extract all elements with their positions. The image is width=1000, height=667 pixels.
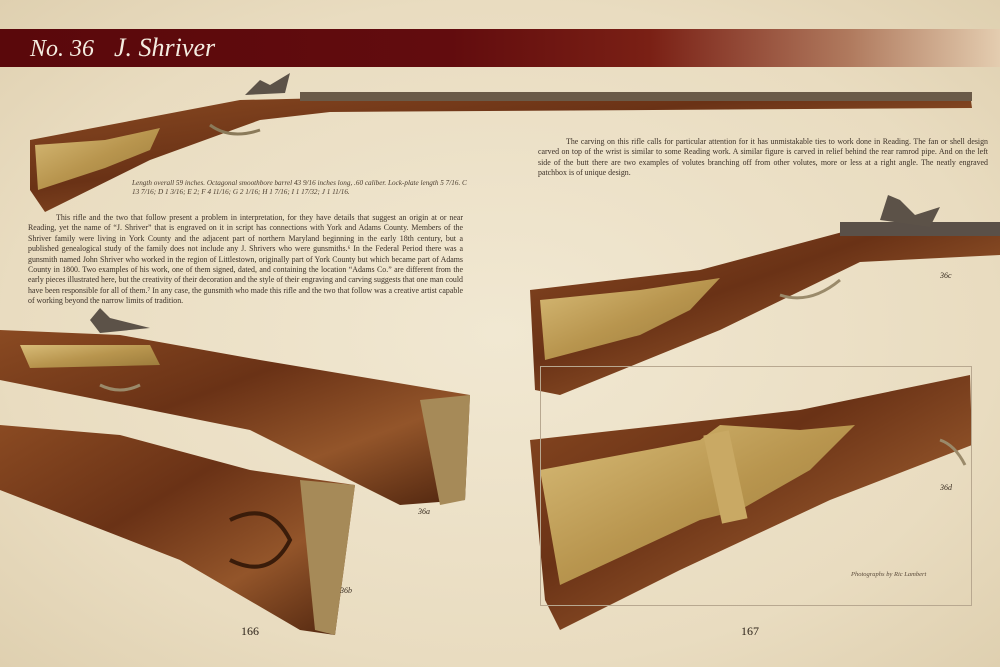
rifle-detail-36d (530, 375, 972, 630)
figure-label-36d: 36d (940, 483, 952, 492)
figure-frame-36d (540, 366, 972, 606)
title-banner: No. 36 J. Shriver (0, 29, 1000, 67)
figure-label-36c: 36c (940, 271, 952, 280)
full-rifle-image (30, 73, 972, 212)
figure-label-36b: 36b (340, 586, 352, 595)
body-text-right: The carving on this rifle calls for part… (538, 137, 988, 178)
figure-label-36a: 36a (418, 507, 430, 516)
body-text-left: This rifle and the two that follow prese… (28, 213, 463, 306)
page-number-left: 166 (241, 624, 259, 638)
page-number-right: 167 (741, 624, 759, 638)
rifle-detail-36c (530, 195, 1000, 395)
page-title: No. 36 J. Shriver (30, 33, 215, 63)
rifle-caption: Length overall 59 inches. Octagonal smoo… (132, 179, 467, 196)
photo-credit: Photographs by Ric Lambert (851, 571, 927, 578)
maker-name: J. Shriver (114, 33, 216, 62)
rifle-detail-36b (0, 425, 355, 635)
rifle-detail-36a (0, 308, 470, 505)
item-number: No. 36 (30, 36, 95, 62)
